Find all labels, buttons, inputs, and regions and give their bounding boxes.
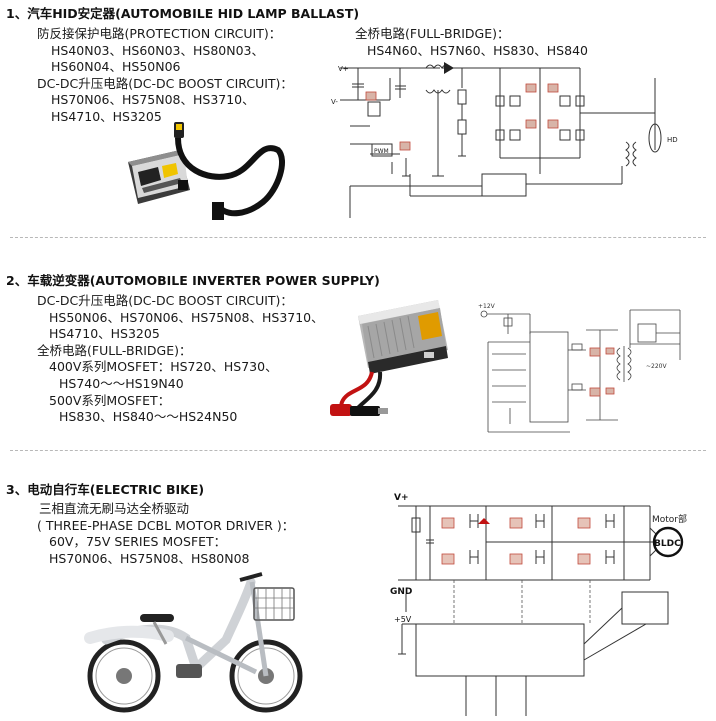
electric-bike-photo: [84, 572, 303, 713]
bldc-motor-icon: [652, 526, 684, 558]
text-line: ( THREE-PHASE DCBL MOTOR DRIVER )：: [37, 517, 295, 533]
text-line: 60V，75V SERIES MOSFET：: [49, 534, 227, 550]
v5-label: +5V: [394, 615, 412, 624]
text-line: HS4710、HS3205: [49, 326, 160, 342]
inverter-circuit-diagram: +12V ~220V: [478, 303, 681, 433]
hid-ballast-photo: [128, 122, 285, 220]
text-line: HS70N06、HS75N08、HS80N08: [49, 550, 250, 566]
text-line: DC-DC升压电路(DC-DC BOOST CIRCUIT)：: [37, 75, 293, 91]
text-line: HS4N60、HS7N60、HS830、HS840: [367, 42, 588, 58]
hd-label: HD: [667, 136, 678, 144]
v220-label: ~220V: [646, 363, 667, 370]
text-line: HS70N06、HS75N08、HS3710、: [51, 92, 255, 108]
section-1-left-text: 防反接保护电路(PROTECTION CIRCUIT)： HS40N03、HS6…: [37, 26, 293, 126]
vminus-label: V-: [331, 98, 338, 106]
pwm-label: PWM: [374, 148, 389, 155]
section-2-text: DC-DC升压电路(DC-DC BOOST CIRCUIT)： HS50N06、…: [37, 293, 324, 426]
text-line: 400V系列MOSFET：HS720、HS730、: [49, 359, 278, 375]
text-line: 三相直流无刷马达全桥驱动: [39, 501, 190, 516]
section-2-heading: 2、车载逆变器(AUTOMOBILE INVERTER POWER SUPPLY…: [6, 273, 380, 288]
bldc-label: BLDC: [654, 539, 681, 549]
v12-label: +12V: [478, 303, 496, 310]
car-inverter-photo: [330, 300, 448, 416]
text-line: 全桥电路(FULL-BRIDGE)：: [37, 342, 192, 358]
bldc-motor-driver-circuit-diagram: BLDC Motor部 V+ GND +5V: [390, 493, 687, 716]
vplus-label: V+: [338, 65, 349, 73]
section-3-text: 三相直流无刷马达全桥驱动 ( THREE-PHASE DCBL MOTOR DR…: [37, 501, 294, 567]
section-divider: [10, 450, 706, 451]
section-1-right-text: 全桥电路(FULL-BRIDGE)： HS4N60、HS7N60、HS830、H…: [355, 26, 588, 59]
section-1-heading: 1、汽车HID安定器(AUTOMOBILE HID LAMP BALLAST): [6, 6, 360, 21]
text-line: HS50N06、HS70N06、HS75N08、HS3710、: [49, 309, 324, 325]
text-line: HS740～～HS19N40: [59, 375, 184, 391]
text-line: 500V系列MOSFET：: [49, 392, 171, 408]
text-line: HS40N03、HS60N03、HS80N03、: [51, 42, 264, 58]
section-3-heading: 3、电动自行车(ELECTRIC BIKE): [6, 482, 205, 497]
text-line: 防反接保护电路(PROTECTION CIRCUIT)：: [37, 26, 282, 41]
text-line: HS830、HS840～～HS24N50: [59, 409, 238, 425]
gnd-label: GND: [390, 587, 412, 597]
text-line: 全桥电路(FULL-BRIDGE)：: [355, 26, 510, 41]
section-divider: [10, 237, 706, 238]
text-line: DC-DC升压电路(DC-DC BOOST CIRCUIT)：: [37, 293, 293, 308]
motor-label: Motor部: [652, 513, 687, 525]
text-line: HS60N04、HS50N06: [51, 59, 181, 75]
hid-ballast-circuit-diagram: V+ V- PWM HD: [331, 62, 678, 218]
text-line: HS4710、HS3205: [51, 108, 162, 124]
vplus-label: V+: [394, 493, 409, 503]
